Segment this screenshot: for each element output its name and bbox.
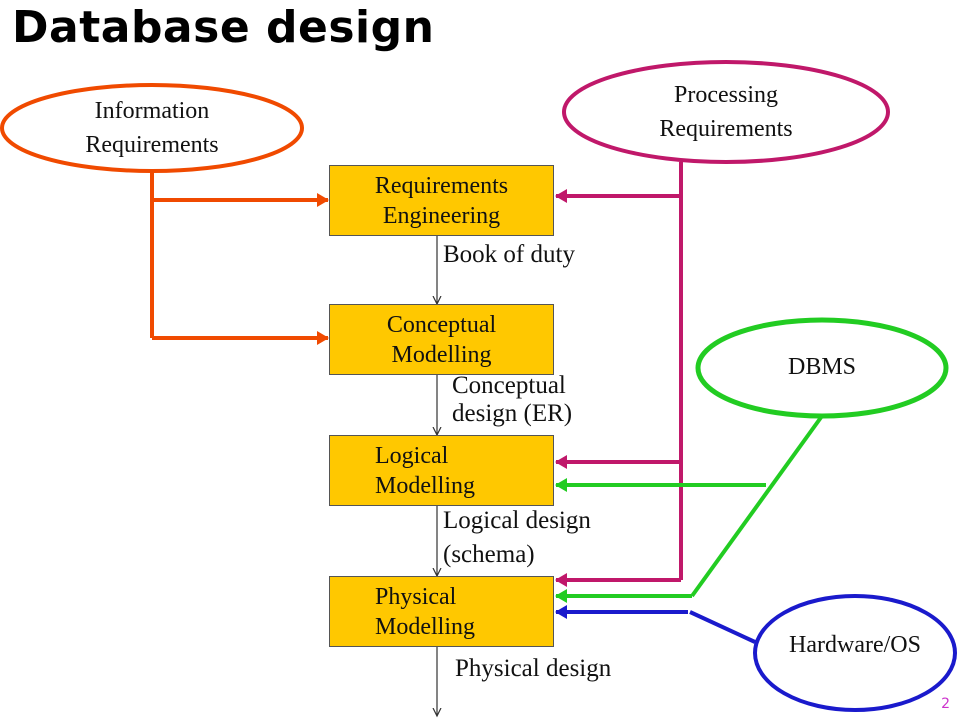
logical-modelling-box: Logical Modelling (329, 435, 554, 506)
information-requirements-label: Information Requirements (85, 98, 219, 158)
information-requirements-ellipse (0, 83, 304, 173)
dbms-connector (690, 414, 824, 598)
page-number: 2 (941, 696, 950, 712)
conceptual-design-label: Conceptual design (ER) (452, 372, 573, 427)
logical-design-label: Logical design (schema) (443, 507, 591, 568)
conceptual-modelling-box: Conceptual Modelling (329, 304, 554, 375)
dbms-label: DBMS (787, 354, 857, 381)
hardware-os-ellipse (753, 594, 957, 712)
book-of-duty-label: Book of duty (443, 241, 575, 268)
hardware-connector (689, 610, 756, 644)
physical-design-label: Physical design (455, 655, 612, 682)
processing-requirements-ellipse (562, 60, 890, 164)
processing-requirements-label: Processing Requirements (659, 82, 793, 142)
hardware-os-label: Hardware/OS (789, 632, 921, 659)
requirements-engineering-box: Requirements Engineering (329, 165, 554, 236)
physical-modelling-box: Physical Modelling (329, 576, 554, 647)
page-title: Database design (12, 2, 435, 53)
